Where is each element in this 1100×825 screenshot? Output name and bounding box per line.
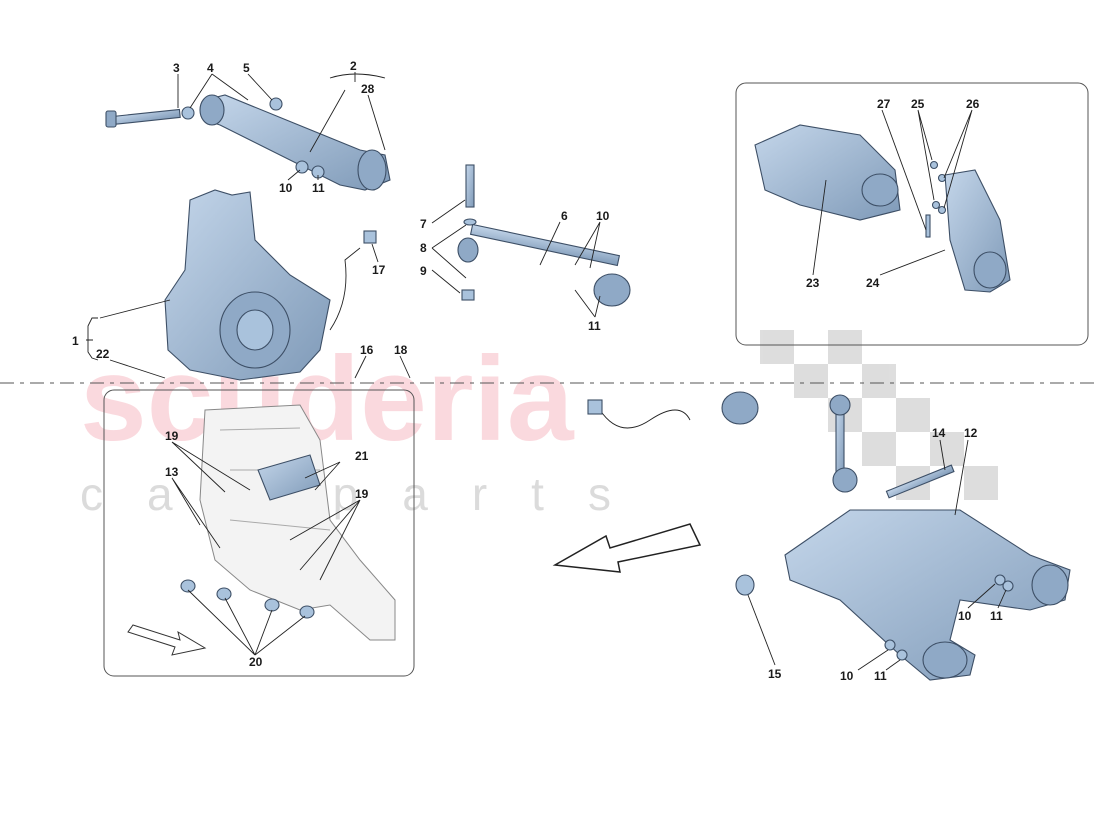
callout-12: 12 xyxy=(964,426,978,440)
callout-18: 18 xyxy=(394,343,408,357)
watermark-sub: car parts xyxy=(80,468,655,520)
callout-27: 27 xyxy=(877,97,891,111)
callout-7: 7 xyxy=(420,217,427,231)
callout-13: 13 xyxy=(165,465,179,479)
bushing-17 xyxy=(363,230,377,244)
washer-26-b xyxy=(937,205,947,215)
bushing-top-link xyxy=(721,391,759,425)
screw-27 xyxy=(925,214,931,238)
brake-cooling-duct-24 xyxy=(944,169,1011,293)
callout-26: 26 xyxy=(966,97,980,111)
callout-5: 5 xyxy=(243,61,250,75)
nut-10 xyxy=(295,160,309,174)
callout-14: 14 xyxy=(932,426,946,440)
inset-frame-bottom-left xyxy=(103,389,415,677)
drop-link xyxy=(829,394,858,493)
sensor-cable xyxy=(329,247,361,331)
callout-3: 3 xyxy=(173,61,180,75)
callout-labels: 3 4 5 2 28 10 11 7 8 9 6 10 11 17 1 22 1… xyxy=(72,59,1003,683)
nut-10-lower xyxy=(994,574,1006,586)
direction-arrow-icon xyxy=(127,624,207,656)
callout-10-front: 10 xyxy=(840,669,854,683)
mount-bushings-20 xyxy=(180,579,315,619)
bolt-7 xyxy=(465,164,475,208)
washer-4 xyxy=(181,106,195,120)
speed-sensor xyxy=(587,399,691,429)
callout-1: 1 xyxy=(72,334,79,348)
callout-11-toe: 11 xyxy=(588,319,601,333)
callout-11-lower: 11 xyxy=(990,609,1003,623)
screw-25-b xyxy=(931,200,941,210)
brake-cooling-duct-23 xyxy=(754,124,901,221)
callout-4: 4 xyxy=(207,61,214,75)
callout-10-lower: 10 xyxy=(958,609,972,623)
callout-6: 6 xyxy=(561,209,568,223)
washer-11-front xyxy=(896,649,908,661)
nut-9 xyxy=(461,289,475,301)
callout-11-front: 11 xyxy=(874,669,887,683)
callout-23: 23 xyxy=(806,276,820,290)
screw-25-a xyxy=(929,160,939,170)
watermark: scuderia car parts xyxy=(80,330,998,520)
callout-28: 28 xyxy=(361,82,375,96)
leader-lines xyxy=(86,72,1007,671)
callout-21: 21 xyxy=(355,449,369,463)
callout-2: 2 xyxy=(350,59,357,73)
callout-10-toe: 10 xyxy=(596,209,610,223)
checkered-flag-icon xyxy=(760,330,998,500)
washer-8 xyxy=(463,218,477,226)
callout-10: 10 xyxy=(279,181,293,195)
inset-frame-top-right xyxy=(735,82,1089,346)
callout-16: 16 xyxy=(360,343,374,357)
watermark-brand: scuderia xyxy=(80,332,575,466)
callout-24: 24 xyxy=(866,276,880,290)
callout-17: 17 xyxy=(372,263,386,277)
callout-22: 22 xyxy=(96,347,110,361)
bushing-15 xyxy=(735,574,755,596)
rear-subframe xyxy=(199,404,396,641)
upper-control-arm xyxy=(199,94,391,191)
callout-19-right: 19 xyxy=(355,487,369,501)
callout-8: 8 xyxy=(420,241,427,255)
washer-26-a xyxy=(937,173,947,183)
bolt-3 xyxy=(105,108,181,128)
nut-5 xyxy=(269,97,283,111)
bolt-14 xyxy=(885,464,955,499)
callout-11: 11 xyxy=(312,181,325,195)
callout-19-left: 19 xyxy=(165,429,179,443)
nut-10-front xyxy=(884,639,896,651)
front-direction-arrow-icon xyxy=(552,523,702,573)
toe-link xyxy=(457,223,631,307)
callout-15: 15 xyxy=(768,667,782,681)
callout-20: 20 xyxy=(249,655,263,669)
washer-11-lower xyxy=(1002,580,1014,592)
lower-control-arm xyxy=(784,509,1071,681)
callout-25: 25 xyxy=(911,97,925,111)
callout-9: 9 xyxy=(420,264,427,278)
hub-carrier xyxy=(164,189,331,381)
